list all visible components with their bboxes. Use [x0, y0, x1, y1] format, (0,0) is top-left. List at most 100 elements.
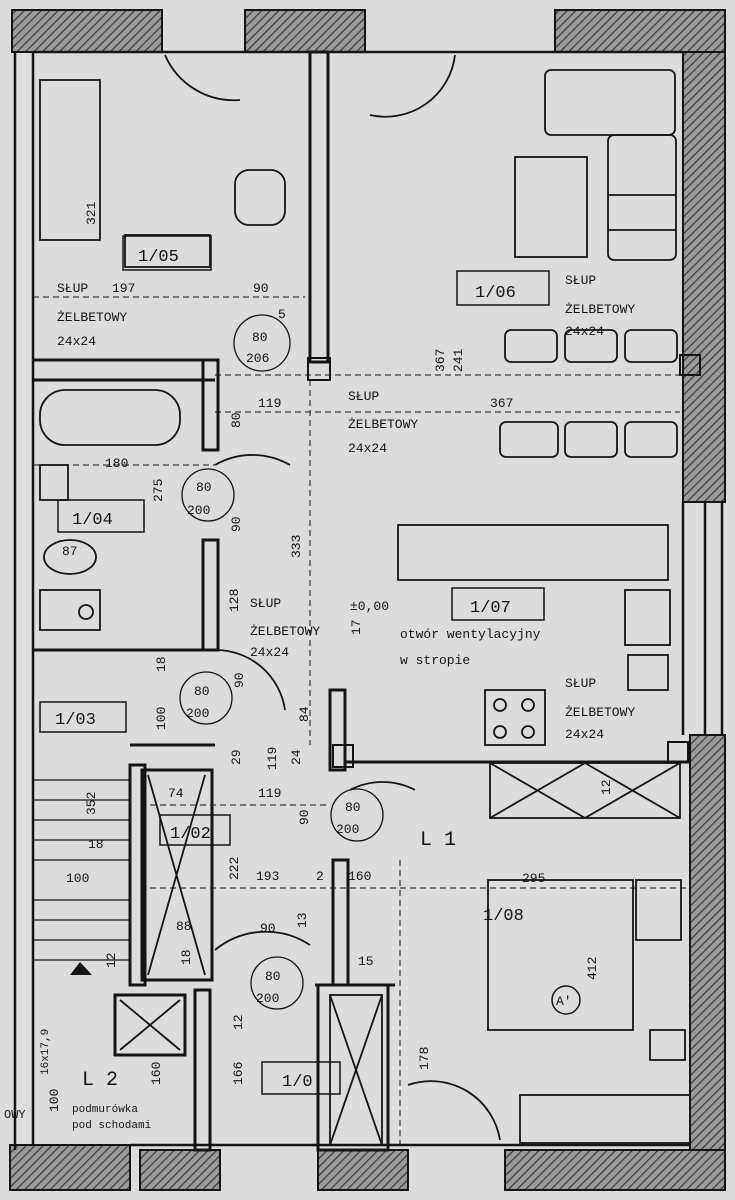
dim-178: 178 [417, 1047, 432, 1070]
exterior-walls [9, 9, 726, 1191]
room-tag-box [39, 701, 127, 733]
dim-367: 367 [490, 396, 513, 411]
door-tag-circle [330, 788, 384, 842]
axis-marker-circle [551, 985, 581, 1015]
door-3-height: 200 [186, 706, 209, 721]
room-tag-box [451, 587, 545, 621]
dim-29: 29 [229, 749, 244, 765]
stair-direction-arrow [70, 962, 92, 975]
dim-160b: 160 [149, 1062, 164, 1085]
stairs-note-line-2: pod schodami [72, 1120, 152, 1132]
dining-chair-2 [564, 329, 618, 363]
column-label-5-c: 24x24 [565, 727, 604, 742]
dim-13: 13 [295, 912, 310, 928]
room-label-103: 1/03 [55, 711, 96, 730]
kitchen-cabinet-right [624, 589, 671, 646]
dining-chair-3 [624, 329, 678, 363]
column-labels: SŁUP ŻELBETOWY 24x24 SŁUP ŻELBETOWY 24x2… [57, 273, 635, 742]
door-3-width: 80 [194, 684, 210, 699]
bed-pillow [635, 879, 682, 941]
dim-87: 87 [62, 544, 78, 559]
door-4-height: 200 [336, 822, 359, 837]
column-marker-4 [679, 354, 701, 376]
dim-100a: 100 [154, 707, 169, 730]
dim-18a: 18 [154, 656, 169, 672]
dim-90a: 90 [253, 281, 269, 296]
dim-17: 17 [349, 619, 364, 635]
column-label-4-b: ŻELBETOWY [250, 624, 320, 639]
dim-333: 333 [289, 535, 304, 558]
dim-90e: 90 [260, 921, 276, 936]
l2-box-x2 [119, 999, 181, 1051]
dim-24: 24 [289, 749, 304, 765]
door-4-width: 80 [345, 800, 361, 815]
column-label-5-a: SŁUP [565, 676, 596, 691]
door-swing [349, 781, 416, 791]
level-label-l2: L 2 [82, 1069, 118, 1092]
door-tag-circle [181, 468, 235, 522]
wall-bedroom-kitchen [308, 50, 330, 364]
column-label-4-c: 24x24 [250, 645, 289, 660]
elevation-zero: ±0,00 [350, 599, 389, 614]
dim-100b: 100 [66, 871, 89, 886]
stair-box-x2 [329, 994, 383, 1146]
dim-197: 197 [112, 281, 135, 296]
dining-chair-5 [564, 421, 618, 458]
kitchen-sink [627, 654, 669, 691]
door-labels: 80 206 80 200 80 200 80 200 80 200 80 20… [179, 314, 384, 1010]
room-label-106: 1/06 [475, 284, 516, 303]
dim-2: 2 [316, 869, 324, 884]
bathroom-toilet [43, 539, 97, 575]
dim-119a: 119 [258, 396, 281, 411]
room-label-105: 1/05 [138, 248, 179, 267]
wall-top-right [554, 9, 726, 53]
sofa-side [607, 134, 677, 261]
column-label-5-b: ŻELBETOWY [565, 705, 635, 720]
dining-chair-4 [499, 421, 559, 458]
dim-90b: 90 [229, 516, 244, 532]
dim-90d: 90 [297, 809, 312, 825]
door-swing [214, 930, 311, 951]
dim-74: 74 [168, 786, 184, 801]
dimension-lines [33, 296, 690, 1145]
dim-412: 412 [585, 957, 600, 980]
burner-2 [521, 698, 535, 712]
burner-4 [521, 725, 535, 739]
door-1-width: 80 [252, 330, 268, 345]
room-label-102: 1/02 [170, 825, 211, 844]
stair-calc: 16x17,9 [40, 1029, 52, 1075]
wardrobe [39, 79, 101, 241]
wall-kitchen-stub [328, 688, 347, 772]
column-marker-3 [667, 741, 689, 763]
desk [124, 234, 211, 268]
furniture [39, 69, 691, 1146]
shower-box [39, 589, 101, 631]
dim-180: 180 [105, 456, 128, 471]
axis-marker-label: A' [556, 994, 572, 1009]
door-1-height: 206 [246, 351, 269, 366]
room-tag-box [57, 499, 145, 533]
stair-treads [33, 779, 130, 961]
dim-119b: 119 [258, 786, 281, 801]
dim-295: 295 [522, 871, 545, 886]
kitchen-counter [397, 524, 669, 581]
column-label-1-b: ŻELBETOWY [57, 310, 127, 325]
dimension-labels: 321 197 90 5 367 241 119 80 367 180 275 … [47, 201, 614, 1112]
vent-note-line-2: w stropie [400, 653, 470, 668]
door-swing [164, 54, 241, 102]
column-label-3-c: 24x24 [348, 441, 387, 456]
column-label-3-b: ŻELBETOWY [348, 417, 418, 432]
wall-bath-right [201, 358, 220, 452]
room-labels: 1/05 1/06 1/04 1/07 1/03 1/02 1/08 1/0 [39, 235, 550, 1095]
stair-box [329, 994, 383, 1146]
dim-275: 275 [151, 479, 166, 502]
wall-bottom-rooms [193, 988, 212, 1152]
dining-chair-1 [504, 329, 558, 363]
stair-core-x2 [147, 774, 206, 976]
room-label-104: 1/04 [72, 511, 113, 530]
room-label-108: 1/08 [483, 907, 524, 926]
wall-bottom-middle [317, 1149, 409, 1191]
shower-drain [78, 604, 94, 620]
stairs-note-line-1: podmurówka [72, 1104, 138, 1116]
